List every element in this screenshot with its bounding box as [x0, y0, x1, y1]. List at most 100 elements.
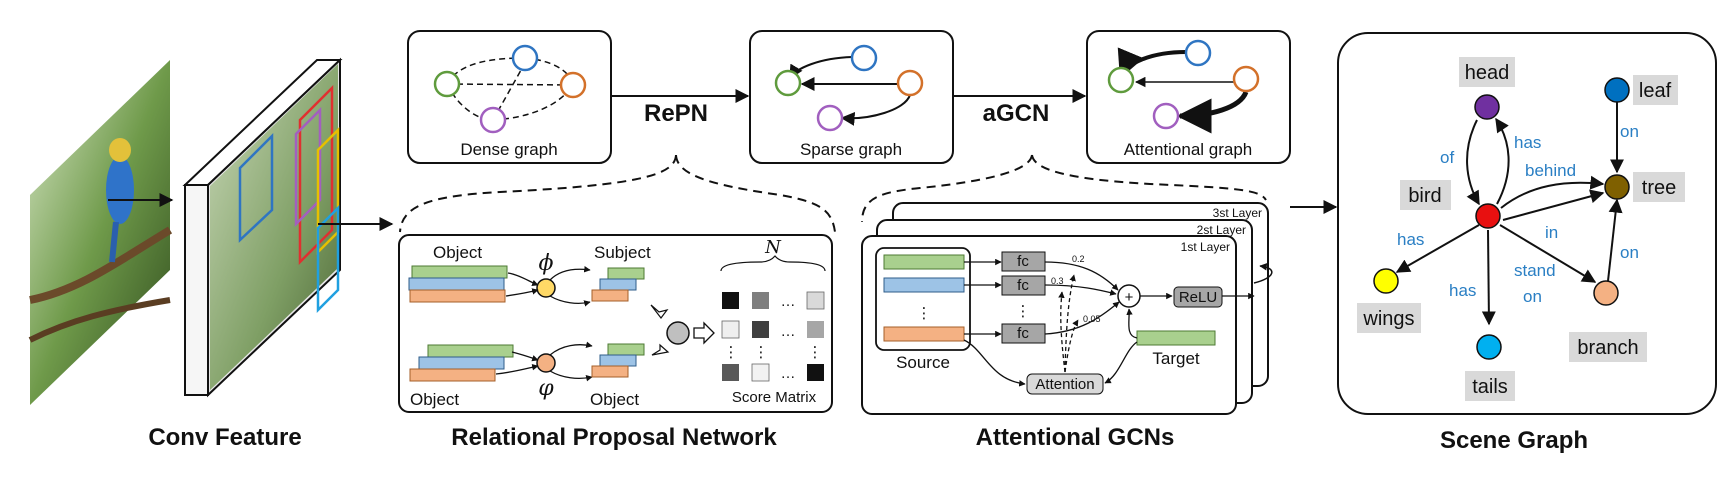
edge-label-in: in: [1545, 223, 1558, 242]
edge-label-has-tails: has: [1449, 281, 1476, 300]
matrix-vdots-3: ⋮: [808, 344, 823, 361]
object-feature-stack-bottom: [409, 344, 514, 382]
n-brace: [720, 255, 826, 272]
repn-zoom-right: [675, 154, 836, 233]
node-label-wings: wings: [1362, 308, 1414, 330]
sparse-graph-label: Sparse graph: [800, 140, 902, 159]
phi-symbol: ϕ: [539, 251, 554, 276]
attentional-graph-panel: Attentional graph: [1086, 30, 1291, 164]
parrot-body: [106, 156, 134, 224]
node-wings: [1373, 268, 1399, 294]
edge-bird-has-wings: [1395, 224, 1480, 273]
node-tree: [1604, 174, 1630, 200]
sum-symbol: +: [1125, 289, 1134, 306]
node-branch: [1593, 280, 1619, 306]
caption-repn: Relational Proposal Network: [451, 424, 777, 451]
edge-label-stand: stand: [1514, 261, 1556, 280]
attentional-graph-label: Attentional graph: [1124, 140, 1253, 159]
source-feature-blue: [883, 277, 965, 293]
edge-bird-of-head: [1466, 119, 1480, 206]
source-feature-green: [883, 254, 965, 270]
attention-label: Attention: [1035, 376, 1094, 393]
edge-label-has-wings: has: [1397, 230, 1424, 249]
caption-scene-graph: Scene Graph: [1440, 427, 1588, 454]
layer-loop-arrow: [1253, 263, 1273, 284]
tails-label-bg: [1465, 371, 1515, 401]
edge-branch-on-tree: [1607, 198, 1623, 282]
fc-label-2: fc: [1017, 277, 1029, 294]
caption-conv-feature: Conv Feature: [148, 424, 301, 451]
source-box: [875, 247, 971, 351]
node-bird: [1475, 203, 1501, 229]
node-label-bird: bird: [1408, 185, 1441, 207]
matrix-vdots-1: ⋮: [724, 344, 739, 361]
input-image: [28, 60, 173, 405]
sparse-graph-panel: Sparse graph: [749, 30, 954, 164]
repn-detail-panel: Object ϕ Subject Object φ Objec: [398, 234, 833, 413]
agcn-zoom-left: [861, 154, 1033, 223]
layer1-label: 1st Layer: [1181, 240, 1230, 254]
fc-label-1: fc: [1017, 253, 1029, 270]
branch-label-bg: [1569, 332, 1647, 362]
edge-label-on-tree: on: [1620, 243, 1639, 262]
agcn-layer-1: 1st Layer ⋮ Source fc fc fc ⋮ 0.2 0.3 0.…: [861, 235, 1273, 415]
to-score-arrow: [693, 321, 715, 345]
layer2-label: 2st Layer: [1197, 223, 1246, 237]
subject-label: Subject: [594, 243, 651, 262]
edge-label-on-leaf: on: [1620, 122, 1639, 141]
node-label-tails: tails: [1472, 376, 1508, 398]
score-matrix-label: Score Matrix: [732, 389, 817, 406]
object-feature-stack-top: [408, 265, 508, 303]
target-feature: [1136, 330, 1216, 346]
source-feature-orange: [883, 326, 965, 342]
attention-box: [1026, 373, 1104, 395]
node-tails: [1476, 334, 1502, 360]
dense-graph-label: Dense graph: [460, 140, 557, 159]
agcn-zoom-right: [1031, 154, 1267, 201]
edge-bird-stand-on-branch: [1499, 224, 1597, 283]
caption-agcn: Attentional GCNs: [976, 424, 1175, 451]
conv-feature-block: [182, 57, 343, 398]
merge-arrow-top: [650, 304, 669, 319]
edge-bird-behind-tree: [1500, 175, 1605, 209]
merge-arrow-bottom: [651, 343, 670, 356]
phi-node: [536, 278, 556, 298]
edge-label-has-head: has: [1514, 133, 1541, 152]
weight-1: 0.2: [1072, 254, 1085, 264]
edge-bird-has-head: [1495, 117, 1510, 205]
repn-label: RePN: [644, 100, 708, 127]
fc-vdots: ⋮: [1016, 303, 1031, 320]
object-label-bottom-right: Object: [590, 390, 639, 409]
node-label-tree: tree: [1642, 177, 1676, 199]
edge-label-behind: behind: [1525, 161, 1576, 180]
head-label-bg: [1459, 57, 1515, 87]
source-label: Source: [896, 353, 950, 372]
node-leaf: [1604, 77, 1630, 103]
tree-label-bg: [1633, 172, 1685, 202]
parrot-head: [109, 138, 131, 162]
matrix-vdots-2: ⋮: [754, 344, 769, 361]
fc-label-3: fc: [1017, 325, 1029, 342]
node-label-branch: branch: [1577, 337, 1638, 359]
layer3-label: 3st Layer: [1213, 206, 1262, 220]
scene-graph-panel: head leaf bird tree wings branch tails o…: [1337, 32, 1717, 415]
matrix-hdots-3: …: [781, 365, 796, 382]
object-feature-stack-bottom-right: [591, 343, 645, 378]
target-label: Target: [1152, 349, 1200, 368]
source-vdots: ⋮: [917, 305, 932, 322]
weight-3: 0.05: [1083, 314, 1101, 324]
matrix-hdots-2: …: [781, 323, 796, 340]
node-label-head: head: [1465, 62, 1510, 84]
leaf-label-bg: [1633, 75, 1678, 105]
score-node: [666, 321, 690, 345]
score-matrix: [720, 255, 826, 382]
relu-box: [1173, 286, 1223, 308]
node-head: [1474, 94, 1500, 120]
edge-label-of: of: [1440, 148, 1454, 167]
object-label-bottom-left: Object: [410, 390, 459, 409]
bird-label-bg: [1400, 180, 1451, 210]
edge-label-on-branch: on: [1523, 287, 1542, 306]
repn-zoom-left: [399, 154, 677, 233]
varphi-symbol: φ: [538, 376, 554, 401]
